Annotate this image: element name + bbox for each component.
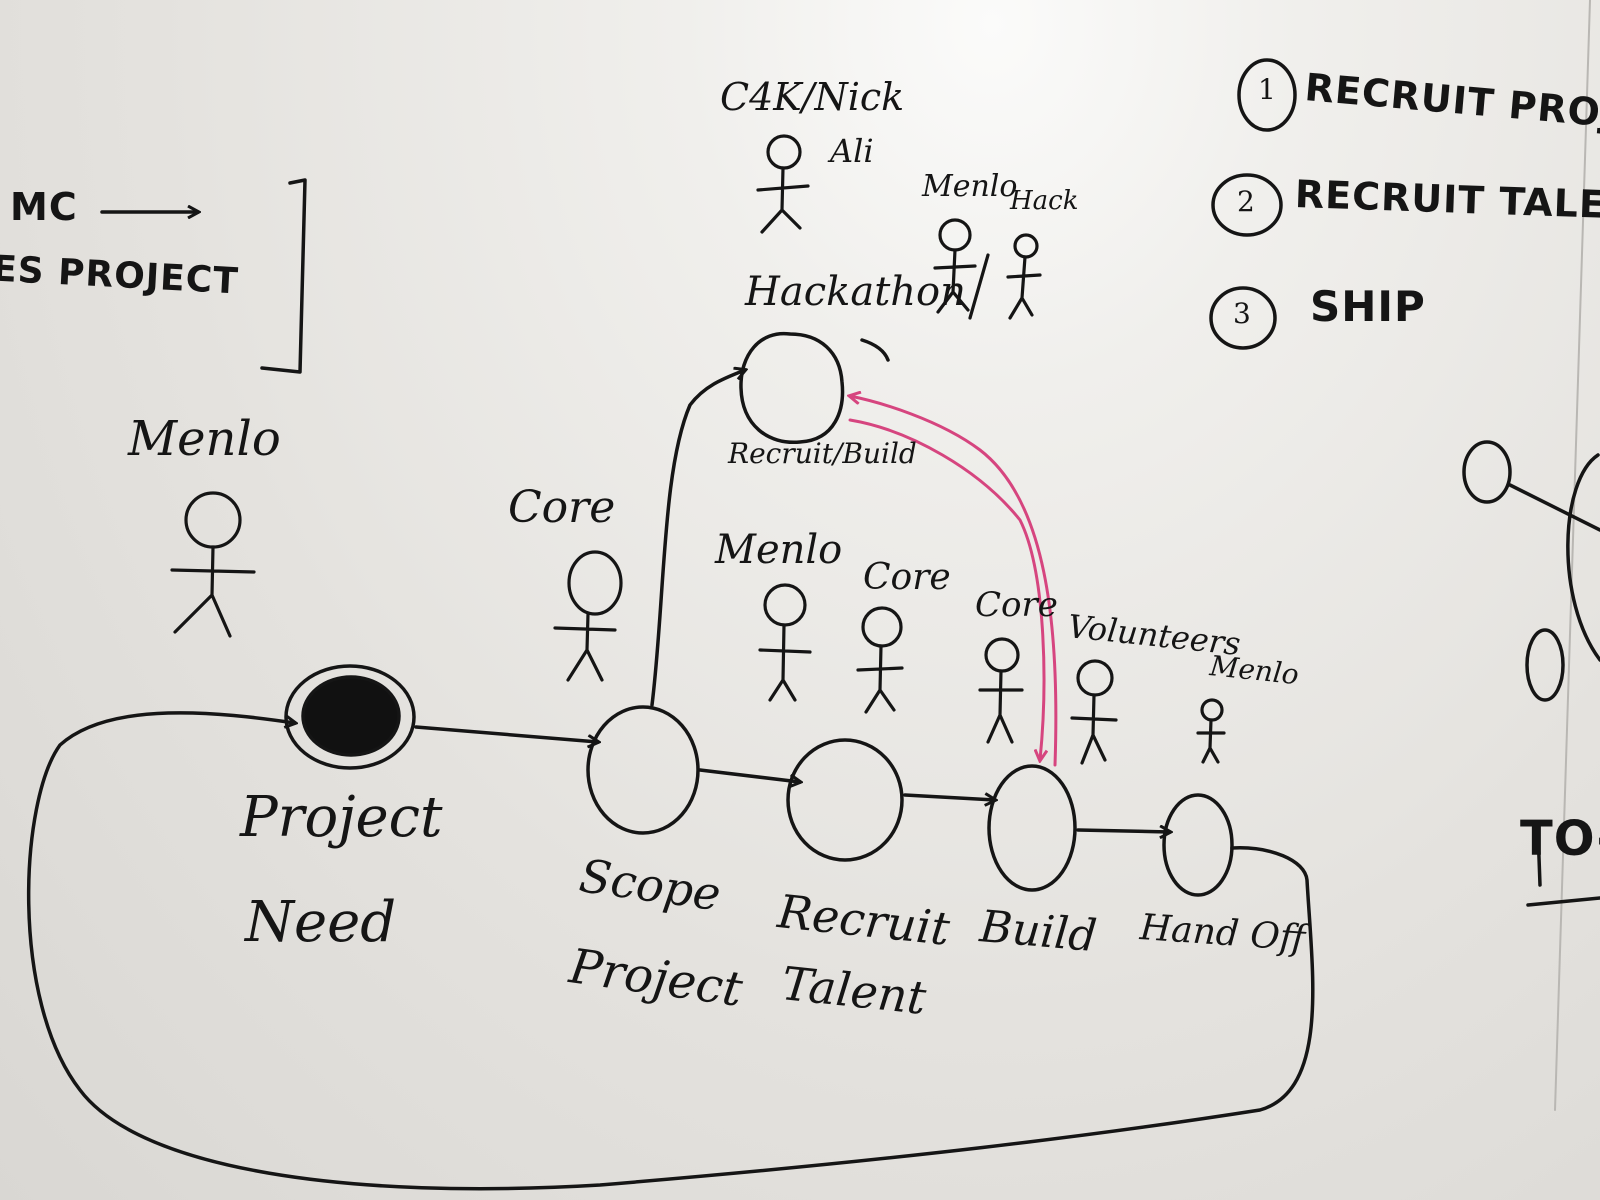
return-loop [27,711,1315,1191]
ali-label: Ali [830,132,874,170]
hackathon-label: Hackathon [745,269,966,315]
feedback-arrow-up [850,396,1058,767]
step-1-number: 1 [1258,73,1276,106]
menlo-mid-label: Menlo [715,527,843,573]
arrow-scope-to-recruit [698,768,800,782]
arrow-recruit-to-build [903,795,995,800]
project-need-label-line1: Project [240,785,443,850]
c4k-nick-label: C4K/Nick [720,75,905,119]
step-3-number: 3 [1233,297,1251,330]
project-need-label-line2: Need [245,890,397,955]
stick-figure-menlo-mid [758,583,812,702]
step-2-number: 2 [1237,185,1255,218]
recruit-build-label: Recruit/Build [728,437,917,470]
stick-figure-menlo-left [170,491,256,638]
recruit-talent-label-line2: Talent [779,956,929,1025]
slash [968,253,990,320]
core-build-label: Core [975,585,1058,625]
step-3-circle [1209,286,1277,350]
feedback-arrow-down [848,418,1044,760]
stick-figure-core-scope [553,550,623,682]
stick-figure-core-build [978,637,1024,744]
project-need-node-fill [301,675,401,757]
stick-figure-menlo-right [1196,698,1226,764]
stick-figure-hack [1006,233,1042,320]
todo-fragment: TO- [1520,811,1600,867]
menlo-top-label: Menlo [922,169,1018,204]
arrow-scope-to-hackathon [650,370,745,707]
arrow-need-to-scope [414,725,598,742]
bracket [260,178,307,374]
stick-figure-volunteers [1070,659,1118,765]
core-scope-label: Core [508,482,616,533]
step-2-circle [1211,173,1283,237]
build-label: Build [977,901,1099,963]
arrow-build-to-handoff [1076,830,1170,832]
build-node [987,764,1077,892]
step-3-text: SHIP [1310,282,1426,331]
hack-label: Hack [1010,186,1079,216]
step-1-circle [1237,58,1297,132]
hand-off-node [1162,793,1234,897]
mc-label: MC [10,185,78,229]
scope-project-node [586,705,700,835]
board-edge-line [1554,0,1591,1111]
recruit-talent-node [786,738,904,862]
menlo-left-label: Menlo [128,411,281,467]
core-mid-label: Core [863,557,951,598]
hackathon-node [739,331,845,445]
stick-figure-c4k [756,134,810,234]
stick-figure-menlo-top [933,218,977,314]
stick-figure-core-mid [856,606,904,714]
